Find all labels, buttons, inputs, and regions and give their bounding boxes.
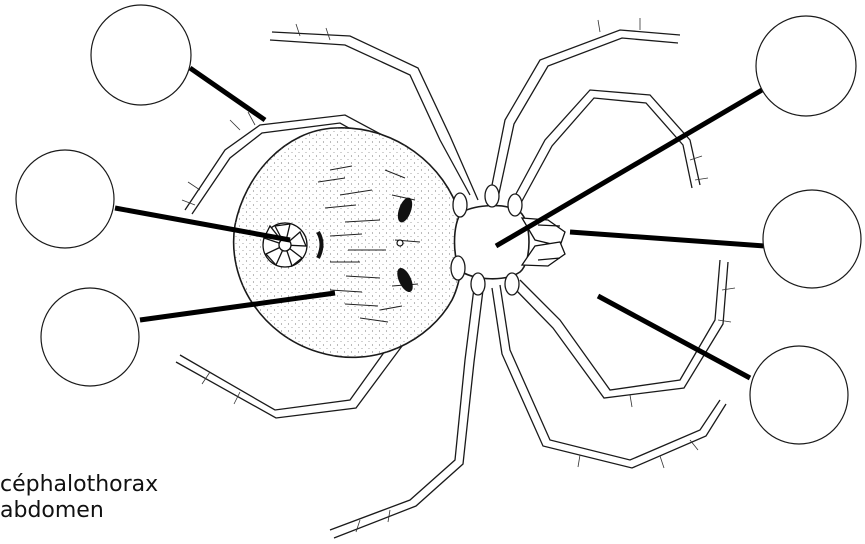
leg-right-4 [500,285,720,460]
label-circle-2[interactable] [16,150,114,248]
leg-right-1 [490,30,680,195]
label-circle-5[interactable] [763,190,861,288]
leader-line-6 [598,296,750,378]
spinnerets [263,223,307,267]
label-circle-3[interactable] [41,288,139,386]
word-bank: céphalothorax abdomen [0,472,158,524]
leader-line-4 [496,90,762,246]
leader-line-5 [570,232,765,246]
label-circle-6[interactable] [750,346,848,444]
word-bank-item-cephalothorax: céphalothorax [0,472,158,498]
leg-right-2 [510,90,700,205]
word-bank-item-abdomen: abdomen [0,498,158,524]
label-circle-1[interactable] [91,5,191,105]
label-circle-4[interactable] [756,16,856,116]
leader-line-1 [190,68,265,120]
cephalothorax-shape [455,206,530,279]
spider-body [234,128,565,358]
